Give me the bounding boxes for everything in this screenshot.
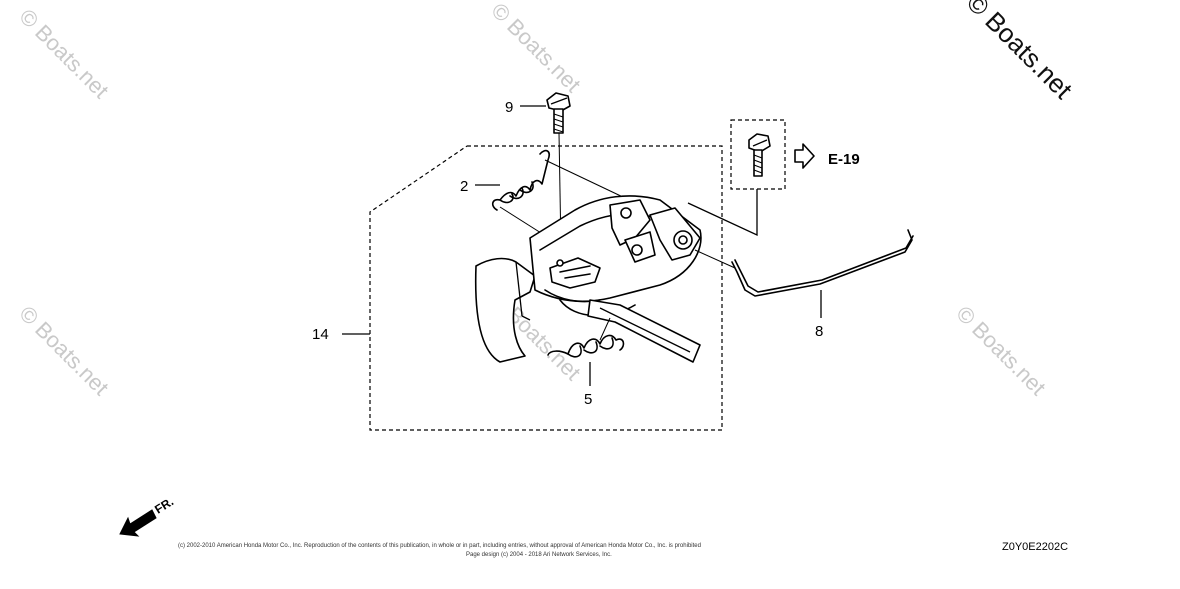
rod-part-8: 8 xyxy=(694,229,914,340)
reference-label: E-19 xyxy=(828,151,860,168)
governor-assembly xyxy=(474,195,702,363)
callout-8: 8 xyxy=(815,323,823,340)
front-label: FR. xyxy=(152,494,176,516)
reference-arrow-icon xyxy=(794,143,815,169)
callout-9: 9 xyxy=(505,99,513,116)
copyright-line-2: Page design (c) 2004 - 2018 Ari Network … xyxy=(466,552,612,558)
watermark-mid-left: © Boats.net xyxy=(14,301,113,400)
watermark-corner: © Boats.net xyxy=(961,0,1079,105)
assembly-outline xyxy=(369,145,723,431)
watermark-top-left: © Boats.net xyxy=(14,4,113,103)
assembly-part-14: 14 xyxy=(312,326,370,343)
reference-box-e19: E-19 xyxy=(730,119,860,190)
bolt-part-9: 9 xyxy=(505,92,571,251)
callout-5: 5 xyxy=(584,391,592,408)
front-direction: FR. xyxy=(119,494,176,537)
copyright-line-1: (c) 2002-2010 American Honda Motor Co., … xyxy=(178,543,701,549)
callout-14: 14 xyxy=(312,326,329,343)
diagram-code: Z0Y0E2202C xyxy=(1002,541,1068,553)
leader-ref-rod xyxy=(687,189,758,237)
footer: (c) 2002-2010 American Honda Motor Co., … xyxy=(178,541,1068,558)
watermark-mid-right: © Boats.net xyxy=(951,301,1050,400)
callout-2: 2 xyxy=(460,178,468,195)
watermark-layer: © Boats.net © Boats.net © Boats.net © Bo… xyxy=(14,0,1078,400)
spring-part-5: 5 xyxy=(547,317,625,408)
bolt-icon xyxy=(748,133,771,177)
front-arrow-icon xyxy=(119,509,157,537)
watermark-top-center: © Boats.net xyxy=(486,0,585,97)
